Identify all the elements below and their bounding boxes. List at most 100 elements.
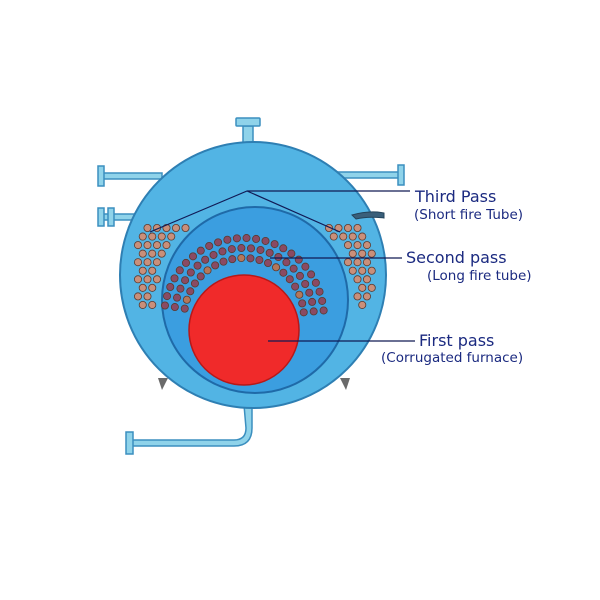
short-fire-tube [148, 232, 157, 241]
short-fire-tube [148, 266, 157, 275]
long-fire-tube [285, 275, 294, 284]
third-pass-tubes-right [324, 223, 376, 309]
long-fire-tube [190, 279, 199, 288]
long-fire-tube [319, 306, 328, 315]
long-fire-tube [232, 234, 241, 243]
long-fire-tube [242, 234, 251, 243]
short-fire-tube [152, 275, 161, 284]
long-fire-tube [252, 234, 261, 243]
long-fire-tube [214, 238, 223, 247]
long-fire-tube [274, 253, 283, 262]
short-fire-tube [167, 232, 176, 241]
long-fire-tube [318, 296, 327, 305]
long-fire-tube [166, 282, 175, 291]
long-fire-tube [186, 268, 195, 277]
long-fire-tube [163, 292, 172, 301]
long-fire-tube [295, 290, 304, 299]
long-fire-tube [219, 257, 228, 266]
long-fire-tube [246, 254, 255, 263]
third-pass-title: Third Pass [414, 187, 496, 206]
short-fire-tube [143, 292, 152, 301]
long-fire-tube [301, 262, 310, 271]
long-fire-tube [279, 244, 288, 253]
short-fire-tube [358, 249, 367, 258]
short-fire-tube [162, 241, 171, 250]
short-fire-tube [358, 283, 367, 292]
long-fire-tube [315, 287, 324, 296]
short-fire-tube [353, 258, 362, 267]
short-fire-tube [143, 258, 152, 267]
long-fire-tube [247, 244, 256, 253]
long-fire-tube [181, 276, 190, 285]
long-fire-tube [311, 278, 320, 287]
short-fire-tube [138, 283, 147, 292]
long-fire-tube [176, 284, 185, 293]
short-fire-tube [362, 258, 371, 267]
leader-lines [149, 190, 415, 342]
long-fire-tube [205, 241, 214, 250]
short-fire-tube [362, 275, 371, 284]
first-pass-subtitle: (Corrugated furnace) [381, 350, 523, 366]
short-fire-tube [138, 300, 147, 309]
long-fire-tube [307, 270, 316, 279]
long-fire-tube [170, 303, 179, 312]
long-fire-tube [309, 307, 318, 316]
short-fire-tube [138, 266, 147, 275]
corrugated-furnace [188, 274, 300, 386]
long-fire-tube [223, 235, 232, 244]
third-pass-leader [149, 190, 410, 233]
short-fire-tube [148, 249, 157, 258]
short-fire-tube [133, 292, 142, 301]
short-fire-tube [133, 258, 142, 267]
third-pass-tubes-left [133, 223, 190, 309]
short-fire-tube [367, 266, 376, 275]
short-fire-tube [353, 275, 362, 284]
short-fire-tube [348, 266, 357, 275]
long-fire-tube [272, 263, 281, 272]
long-fire-tube [305, 288, 314, 297]
short-fire-tube [152, 241, 161, 250]
short-fire-tube [157, 232, 166, 241]
side-fitting [351, 211, 385, 220]
short-fire-tube [362, 292, 371, 301]
long-fire-tube [282, 258, 291, 267]
short-fire-tube [339, 232, 348, 241]
long-fire-tube [173, 293, 182, 302]
long-fire-tube [265, 248, 274, 257]
long-fire-tube [256, 245, 265, 254]
short-fire-tube [343, 223, 352, 232]
long-fire-tube [180, 304, 189, 313]
short-fire-tube [148, 300, 157, 309]
long-fire-tube [298, 299, 307, 308]
second-pass-subtitle: (Long fire tube) [427, 268, 532, 284]
short-fire-tube [367, 249, 376, 258]
long-fire-tube [193, 261, 202, 270]
short-fire-tube [133, 241, 142, 250]
long-fire-tube [291, 282, 300, 291]
short-fire-tube [143, 223, 152, 232]
long-fire-tube [181, 258, 190, 267]
first-pass-title: First pass [419, 331, 494, 350]
short-fire-tube [143, 275, 152, 284]
short-fire-tube [358, 266, 367, 275]
short-fire-tube [353, 292, 362, 301]
long-fire-tube [279, 268, 288, 277]
short-fire-tube [329, 232, 338, 241]
short-fire-tube [348, 232, 357, 241]
long-fire-tube [189, 252, 198, 261]
long-fire-tube [301, 280, 310, 289]
bottom-outlet-pipe [125, 404, 253, 455]
long-fire-tube [299, 308, 308, 317]
long-fire-tube [227, 245, 236, 254]
second-pass-tubes [160, 234, 328, 317]
long-fire-tube [196, 272, 205, 281]
long-fire-tube [186, 287, 195, 296]
short-fire-tube [353, 223, 362, 232]
short-fire-tube [143, 241, 152, 250]
short-fire-tube [358, 300, 367, 309]
long-fire-tube [209, 250, 218, 259]
short-fire-tube [138, 232, 147, 241]
short-fire-tube [157, 249, 166, 258]
long-fire-tube [289, 264, 298, 273]
